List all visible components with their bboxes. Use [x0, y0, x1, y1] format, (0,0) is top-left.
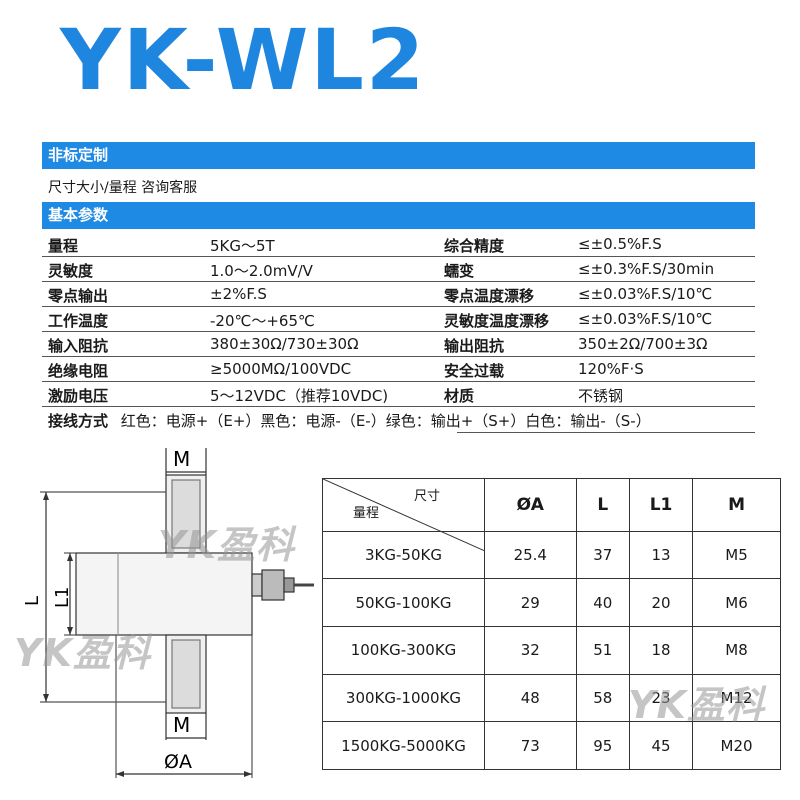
header-l1: L1	[629, 478, 694, 532]
spec-cell: 58	[575, 673, 631, 723]
row-divider	[42, 281, 755, 282]
param-value: 350±2Ω/700±3Ω	[578, 335, 708, 353]
spec-cell: 29	[484, 578, 577, 627]
spec-cell: 37	[575, 530, 631, 580]
param-value: 5～12VDC（推荐10VDC)	[210, 387, 389, 405]
param-label: 安全过载	[444, 362, 505, 380]
corner-top-label: 尺寸	[413, 489, 440, 504]
spec-cell: 95	[575, 721, 631, 770]
param-row: 零点输出 ±2%F.S 零点温度漂移 ≤±0.03%F.S/10℃	[42, 282, 755, 307]
label-l: L	[22, 596, 43, 606]
label-diameter: ØA	[164, 751, 192, 773]
wiring-text: 红色：电源+（E+）黑色：电源-（E-）绿色：输出+（S+）白色：输出-（S-）	[120, 412, 651, 430]
param-label: 蠕变	[444, 262, 475, 280]
label-l1: L1	[52, 587, 73, 608]
param-row: 量程 5KG～5T 综合精度 ≤±0.5%F.S	[42, 232, 755, 257]
param-label: 量程	[48, 237, 79, 255]
spec-cell: M8	[692, 625, 781, 675]
label-m-bottom: M	[173, 713, 190, 737]
param-value: -20℃～+65℃	[210, 312, 315, 330]
param-value: 380±30Ω/730±30Ω	[210, 335, 359, 353]
custom-note: 尺寸大小/量程 咨询客服	[48, 180, 198, 196]
param-value: ≤±0.5%F.S	[578, 235, 662, 253]
row-divider	[42, 356, 755, 357]
wiring-row: 接线方式 红色：电源+（E+）黑色：电源-（E-）绿色：输出+（S+）白色：输出…	[48, 410, 651, 431]
param-row: 灵敏度 1.0～2.0mV/V 蠕变 ≤±0.3%F.S/30min	[42, 257, 755, 282]
spec-corner-cell: 尺寸 量程	[322, 478, 485, 551]
range-cell: 1500KG-5000KG	[322, 721, 485, 770]
header-diameter: ØA	[484, 478, 577, 532]
param-value: ≤±0.3%F.S/30min	[578, 260, 715, 278]
params-section-header: 基本参数	[42, 202, 755, 229]
label-m-top: M	[173, 447, 190, 471]
spec-cell: 73	[484, 721, 577, 770]
spec-cell: 25.4	[484, 530, 577, 580]
wiring-label: 接线方式	[48, 412, 109, 430]
param-value: 1.0～2.0mV/V	[210, 262, 313, 280]
spec-cell: 48	[484, 673, 577, 723]
product-title: YK-WL2	[60, 11, 427, 109]
param-label: 材质	[444, 387, 475, 405]
param-value: ±2%F.S	[210, 285, 267, 303]
param-label: 激励电压	[48, 387, 109, 405]
corner-bottom-label: 量程	[353, 505, 380, 521]
row-divider	[42, 406, 755, 407]
param-value: ≥5000MΩ/100VDC	[210, 360, 352, 378]
spec-cell: 51	[575, 625, 631, 675]
spec-cell: M6	[692, 578, 781, 627]
param-label: 零点温度漂移	[444, 287, 535, 305]
param-label: 工作温度	[48, 312, 109, 330]
cable-gland	[251, 573, 263, 597]
row-divider	[42, 306, 755, 307]
param-value: 120%F·S	[578, 360, 644, 378]
sensor-body	[75, 552, 253, 636]
param-value: 5KG～5T	[210, 237, 275, 255]
param-value: ≤±0.03%F.S/10℃	[578, 285, 713, 303]
spec-cell: 40	[575, 578, 631, 627]
spec-cell: 13	[629, 530, 694, 580]
custom-section-header: 非标定制	[42, 142, 755, 169]
param-label: 综合精度	[444, 237, 505, 255]
param-label: 输出阻抗	[444, 337, 505, 355]
divider	[457, 432, 755, 433]
spec-cell: M5	[692, 530, 781, 580]
param-label: 灵敏度温度漂移	[444, 312, 550, 330]
header-l: L	[575, 478, 631, 532]
spec-cell: 32	[484, 625, 577, 675]
spec-cell: M12	[692, 673, 781, 723]
range-cell: 100KG-300KG	[322, 625, 485, 675]
spec-cell: 18	[629, 625, 694, 675]
range-cell: 50KG-100KG	[322, 578, 485, 627]
param-label: 绝缘电阻	[48, 362, 109, 380]
param-row: 输入阻抗 380±30Ω/730±30Ω 输出阻抗 350±2Ω/700±3Ω	[42, 332, 755, 357]
param-label: 输入阻抗	[48, 337, 109, 355]
spec-cell: 23	[629, 673, 694, 723]
sensor-drawing: M M L L1 ØA	[22, 447, 314, 778]
spec-cell: M20	[692, 721, 781, 770]
spec-cell: 45	[629, 721, 694, 770]
param-value: ≤±0.03%F.S/10℃	[578, 310, 713, 328]
spec-cell: 20	[629, 578, 694, 627]
param-label: 零点输出	[48, 287, 109, 305]
row-divider	[42, 331, 755, 332]
param-value: 不锈钢	[578, 387, 624, 405]
param-row: 绝缘电阻 ≥5000MΩ/100VDC 安全过载 120%F·S	[42, 357, 755, 382]
row-divider	[42, 256, 755, 257]
param-row: 激励电压 5～12VDC（推荐10VDC) 材质 不锈钢	[42, 382, 755, 407]
range-cell: 300KG-1000KG	[322, 673, 485, 723]
header-m: M	[692, 478, 781, 532]
param-label: 灵敏度	[48, 262, 94, 280]
param-row: 工作温度 -20℃～+65℃ 灵敏度温度漂移 ≤±0.03%F.S/10℃	[42, 307, 755, 332]
spec-header-row: 尺寸 量程 ØA L L1 M	[322, 478, 781, 551]
row-divider	[42, 381, 755, 382]
